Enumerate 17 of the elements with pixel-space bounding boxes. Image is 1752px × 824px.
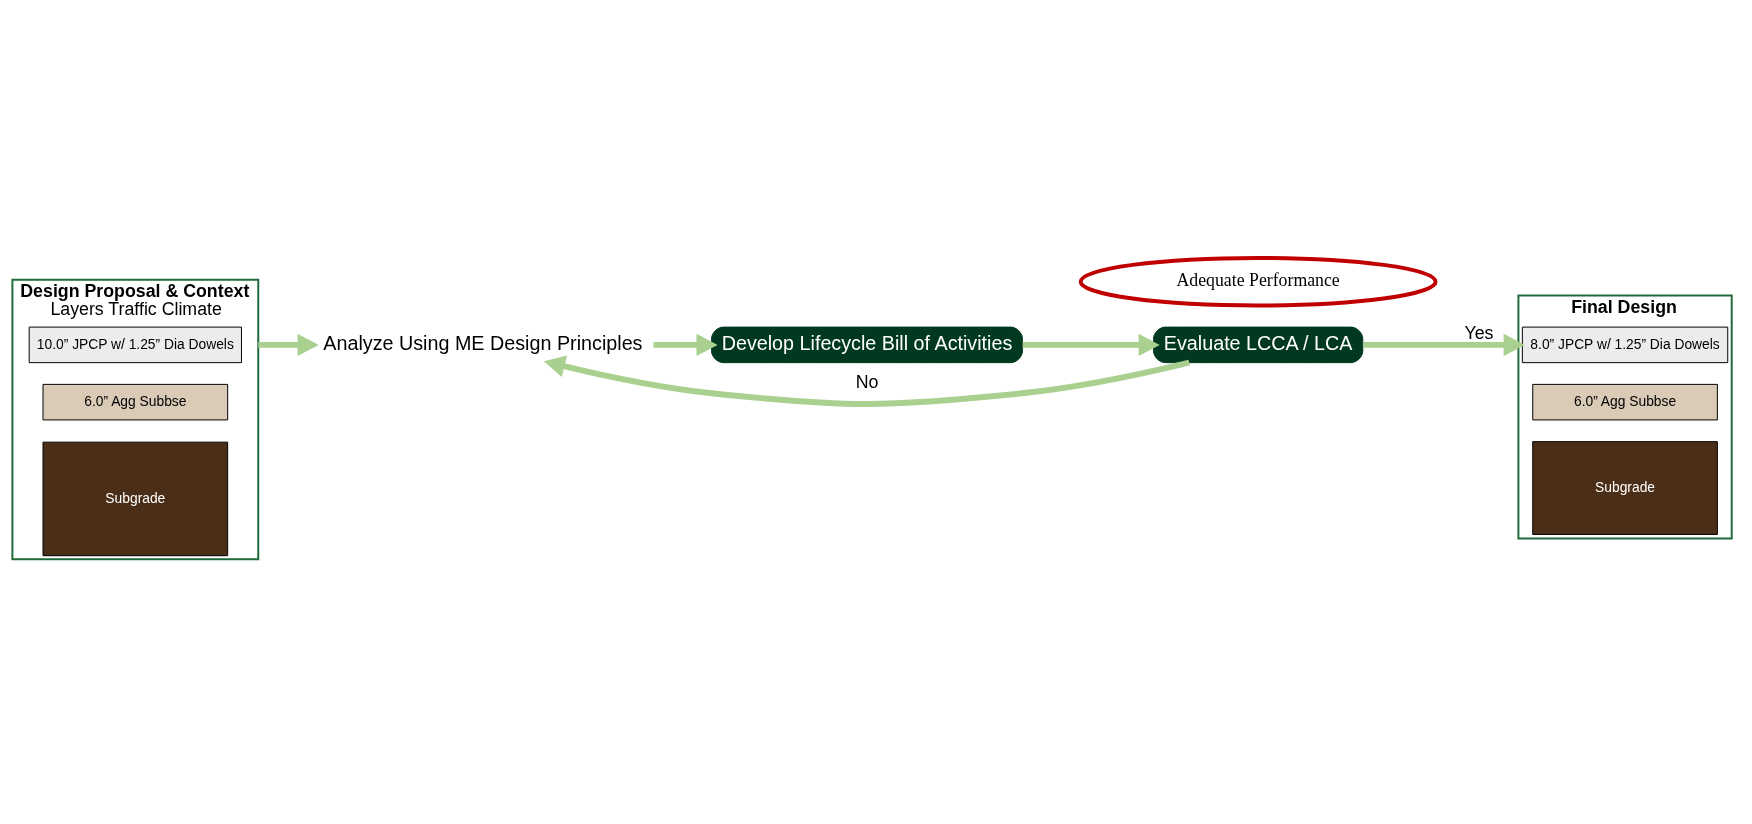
node-box: Subgrade [1532, 440, 1718, 535]
node-box: 6.0” Agg Subbse [42, 383, 229, 420]
arrow [1022, 333, 1160, 356]
node-box: Evaluate LCCA / LCA [1152, 326, 1364, 363]
node-box: 6.0” Agg Subbse [1532, 383, 1718, 420]
node-box: 10.0” JPCP w/ 1.25” Dia Dowels [28, 326, 242, 363]
node-text: Analyze Using ME Design Principles [323, 331, 643, 354]
node-box: Develop Lifecycle Bill of Activities [711, 326, 1024, 363]
arrow [543, 355, 1190, 407]
node-box: Subgrade [42, 441, 229, 556]
arrow [1363, 333, 1525, 356]
arrow [258, 333, 319, 356]
edge-label: Yes [1464, 322, 1494, 343]
edge-label: No [855, 371, 879, 392]
node-box: 8.0” JPCP w/ 1.25” Dia Dowels [1521, 326, 1729, 363]
arrow [653, 333, 718, 356]
node-ellipse: Adequate Performance [1078, 255, 1438, 307]
